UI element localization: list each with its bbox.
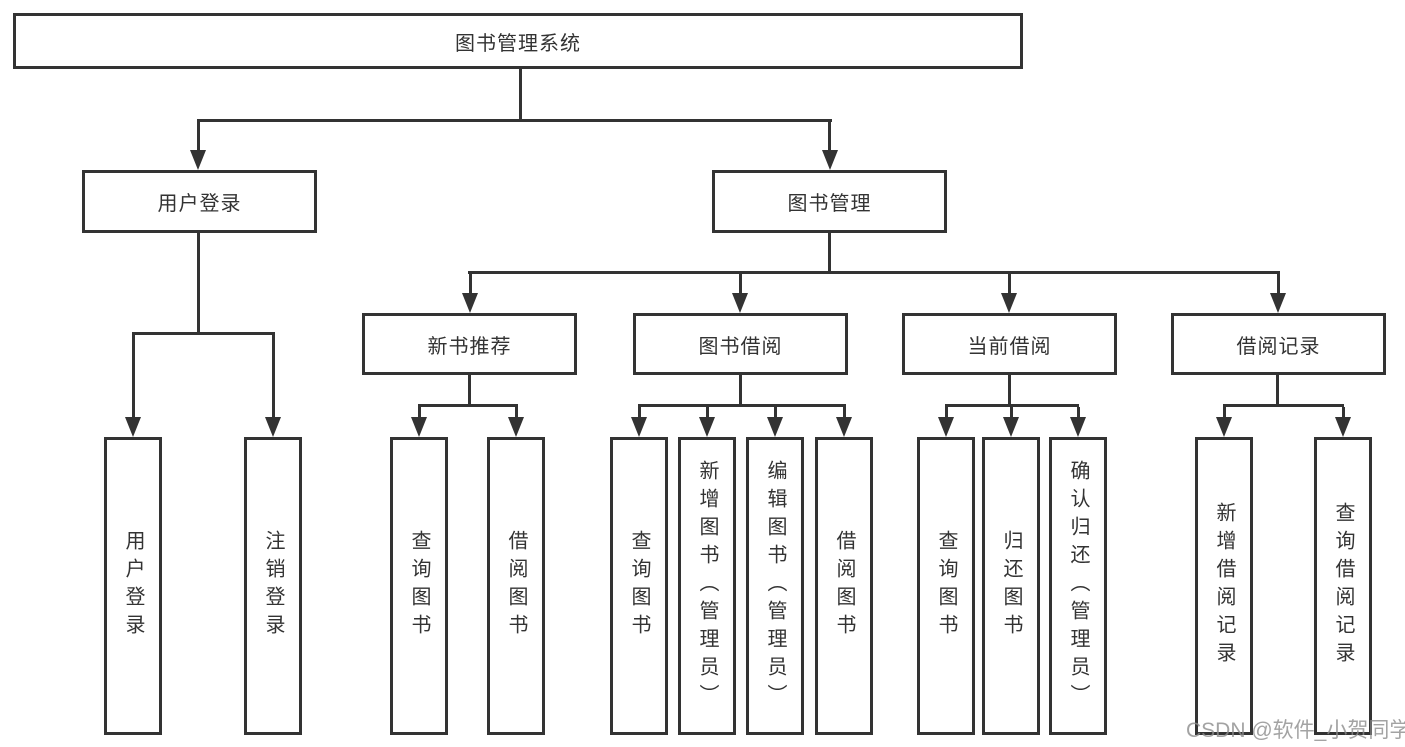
node-label: 查询图书 — [628, 530, 650, 642]
connector-drop-query-books-borrow — [638, 407, 641, 418]
node-label: 借阅图书 — [833, 530, 855, 642]
node-label: 查询图书 — [408, 530, 430, 642]
node-label: 确认归还（管理员） — [1067, 460, 1089, 712]
arrowhead-return-books — [1003, 417, 1019, 437]
connector-drop-query-borrow-record — [1342, 407, 1345, 418]
leaf-borrow-books: 借阅图书 — [815, 437, 873, 735]
node-label: 图书管理系统 — [455, 32, 581, 55]
connector-drop-query-books-current — [945, 407, 948, 418]
leaf-confirm-return-admin: 确认归还（管理员） — [1049, 437, 1107, 735]
connector-drop-book-management — [828, 122, 831, 152]
node-label: 归还图书 — [1000, 530, 1022, 642]
node-label: 图书借阅 — [698, 335, 783, 358]
node-label: 图书管理 — [787, 193, 872, 215]
node-label: 当前借阅 — [967, 335, 1052, 358]
arrowhead-query-books-borrow — [631, 417, 647, 437]
connector-new-book-recommend-rail — [418, 404, 518, 407]
leaf-query-books-recommend: 查询图书 — [390, 437, 448, 735]
arrowhead-leaf-user-login — [125, 417, 141, 437]
connector-borrow-records-stem — [1276, 375, 1279, 406]
arrowhead-borrow-books-recommend — [508, 417, 524, 437]
csdn-watermark: CSDN @软件_小贺同学 — [1186, 719, 1405, 742]
leaf-borrow-books-recommend: 借阅图书 — [487, 437, 545, 735]
arrowhead-add-borrow-record — [1216, 417, 1232, 437]
connector-drop-add-books-admin — [706, 407, 709, 418]
connector-drop-add-borrow-record — [1223, 407, 1226, 418]
arrowhead-borrow-records — [1270, 293, 1286, 313]
node-label: 编辑图书（管理员） — [764, 460, 786, 712]
connector-drop-query-books-recommend — [418, 407, 421, 418]
arrowhead-new-book-recommend — [462, 293, 478, 313]
connector-level2-rail — [197, 119, 832, 122]
connector-borrow-records-rail — [1223, 404, 1344, 407]
node-label: 用户登录 — [157, 193, 242, 215]
node-label: 查询借阅记录 — [1332, 502, 1354, 670]
node-book-borrow: 图书借阅 — [633, 313, 848, 375]
node-label: 注销登录 — [262, 530, 284, 642]
connector-drop-borrow-books — [843, 407, 846, 418]
connector-drop-current-borrow — [1008, 274, 1011, 295]
leaf-query-books-borrow: 查询图书 — [610, 437, 668, 735]
node-label: 新增借阅记录 — [1213, 502, 1235, 670]
arrowhead-add-books-admin — [699, 417, 715, 437]
arrowhead-user-login — [190, 150, 206, 170]
connector-drop-book-borrow — [739, 274, 742, 295]
node-root-library-system: 图书管理系统 — [13, 13, 1023, 69]
connector-drop-leaf-user-login — [132, 335, 135, 419]
connector-drop-borrow-books-recommend — [515, 407, 518, 418]
connector-drop-leaf-logout — [272, 335, 275, 419]
connector-new-book-recommend-stem — [468, 375, 471, 406]
leaf-user-login: 用户登录 — [104, 437, 162, 735]
arrowhead-query-borrow-record — [1335, 417, 1351, 437]
connector-drop-new-book-recommend — [469, 274, 472, 295]
connector-drop-return-books — [1010, 407, 1013, 418]
connector-drop-user-login — [197, 122, 200, 152]
arrowhead-query-books-current — [938, 417, 954, 437]
node-label: 新书推荐 — [427, 335, 512, 358]
leaf-return-books: 归还图书 — [982, 437, 1040, 735]
node-user-login: 用户登录 — [82, 170, 317, 233]
leaf-add-books-admin: 新增图书（管理员） — [678, 437, 736, 735]
leaf-query-books-current: 查询图书 — [917, 437, 975, 735]
node-current-borrow: 当前借阅 — [902, 313, 1117, 375]
connector-drop-borrow-records — [1277, 274, 1280, 295]
node-label: 借阅记录 — [1236, 335, 1321, 358]
connector-root-stem — [519, 69, 522, 121]
arrowhead-query-books-recommend — [411, 417, 427, 437]
arrowhead-confirm-return — [1070, 417, 1086, 437]
connector-drop-confirm-return — [1077, 407, 1080, 418]
leaf-edit-books-admin: 编辑图书（管理员） — [746, 437, 804, 735]
arrowhead-edit-books-admin — [767, 417, 783, 437]
node-label: 查询图书 — [935, 530, 957, 642]
leaf-logout: 注销登录 — [244, 437, 302, 735]
node-book-management: 图书管理 — [712, 170, 947, 233]
leaf-query-borrow-record: 查询借阅记录 — [1314, 437, 1372, 735]
arrowhead-book-borrow — [732, 293, 748, 313]
connector-user-login-stem — [197, 232, 200, 334]
arrowhead-borrow-books — [836, 417, 852, 437]
arrowhead-book-management — [822, 150, 838, 170]
node-borrow-records: 借阅记录 — [1171, 313, 1386, 375]
node-label: 用户登录 — [122, 530, 144, 642]
connector-current-borrow-stem — [1008, 375, 1011, 406]
connector-book-management-stem — [828, 232, 831, 273]
connector-book-borrow-rail — [638, 404, 846, 407]
connector-book-borrow-stem — [739, 375, 742, 406]
connector-drop-edit-books-admin — [774, 407, 777, 418]
node-label: 借阅图书 — [505, 530, 527, 642]
node-label: 新增图书（管理员） — [696, 460, 718, 712]
connector-level3-rail — [468, 271, 1280, 274]
arrowhead-current-borrow — [1001, 293, 1017, 313]
leaf-add-borrow-record: 新增借阅记录 — [1195, 437, 1253, 735]
connector-user-login-rail — [132, 332, 275, 335]
arrowhead-leaf-logout — [265, 417, 281, 437]
node-new-book-recommend: 新书推荐 — [362, 313, 577, 375]
connector-current-borrow-rail — [945, 404, 1079, 407]
